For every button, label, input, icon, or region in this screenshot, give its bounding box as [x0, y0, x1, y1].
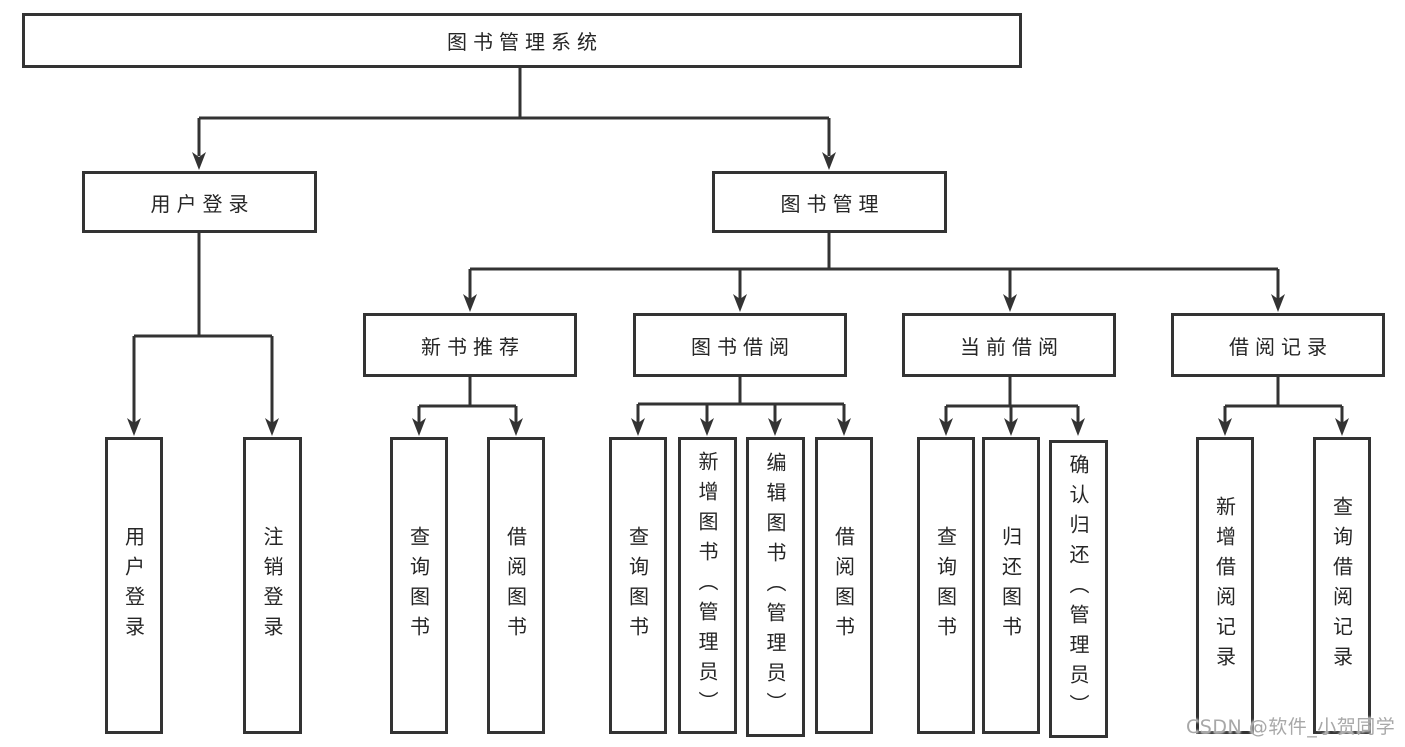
leaf-label: 新增借阅记录 — [1212, 495, 1237, 676]
leaf-records-query-borrow-record: 查询借阅记录 — [1313, 437, 1371, 734]
leaf-borrowing-edit-books-admin: 编辑图书（管理员） — [746, 437, 805, 737]
leaf-label: 查询借阅记录 — [1329, 495, 1354, 676]
leaf-records-add-borrow-record: 新增借阅记录 — [1196, 437, 1254, 734]
node-library-management-system: 图书管理系统 — [22, 13, 1022, 68]
leaf-label: 新增图书（管理员） — [695, 450, 719, 721]
leaf-label: 借阅图书 — [831, 525, 856, 646]
node-book-borrowing: 图书借阅 — [633, 313, 847, 377]
node-label: 图书管理系统 — [447, 30, 603, 54]
node-label: 当前借阅 — [960, 334, 1064, 359]
leaf-newbook-borrow-books: 借阅图书 — [487, 437, 545, 734]
leaf-current-return-books: 归还图书 — [982, 437, 1040, 734]
node-user-login: 用户登录 — [82, 171, 317, 233]
leaf-label: 查询图书 — [406, 525, 431, 646]
leaf-label: 查询图书 — [933, 525, 958, 646]
leaf-borrowing-borrow-books: 借阅图书 — [815, 437, 873, 734]
leaf-label: 归还图书 — [998, 525, 1023, 646]
node-current-borrowing: 当前借阅 — [902, 313, 1116, 377]
leaf-logout: 注销登录 — [243, 437, 302, 734]
leaf-label: 借阅图书 — [503, 525, 528, 646]
leaf-label: 确认归还（管理员） — [1066, 454, 1090, 724]
node-label: 用户登录 — [150, 191, 255, 216]
node-label: 图书管理 — [780, 191, 885, 216]
leaf-label: 注销登录 — [260, 525, 284, 646]
node-label: 新书推荐 — [421, 334, 525, 359]
leaf-label: 用户登录 — [121, 525, 146, 646]
leaf-user-login: 用户登录 — [105, 437, 163, 734]
csdn-watermark: CSDN @软件_小贺同学 — [1186, 716, 1396, 738]
leaf-current-confirm-return-admin: 确认归还（管理员） — [1049, 440, 1108, 738]
node-label: 借阅记录 — [1229, 334, 1333, 359]
node-label: 图书借阅 — [691, 334, 795, 359]
node-borrowing-records: 借阅记录 — [1171, 313, 1385, 377]
leaf-newbook-query-books: 查询图书 — [390, 437, 448, 734]
leaf-label: 编辑图书（管理员） — [763, 452, 787, 722]
leaf-borrowing-query-books: 查询图书 — [609, 437, 667, 734]
leaf-label: 查询图书 — [625, 525, 650, 646]
node-new-book-recommendation: 新书推荐 — [363, 313, 577, 377]
leaf-borrowing-add-books-admin: 新增图书（管理员） — [678, 437, 737, 734]
leaf-current-query-books: 查询图书 — [917, 437, 975, 734]
node-book-management: 图书管理 — [712, 171, 947, 233]
connector-shafts — [132, 68, 1344, 424]
